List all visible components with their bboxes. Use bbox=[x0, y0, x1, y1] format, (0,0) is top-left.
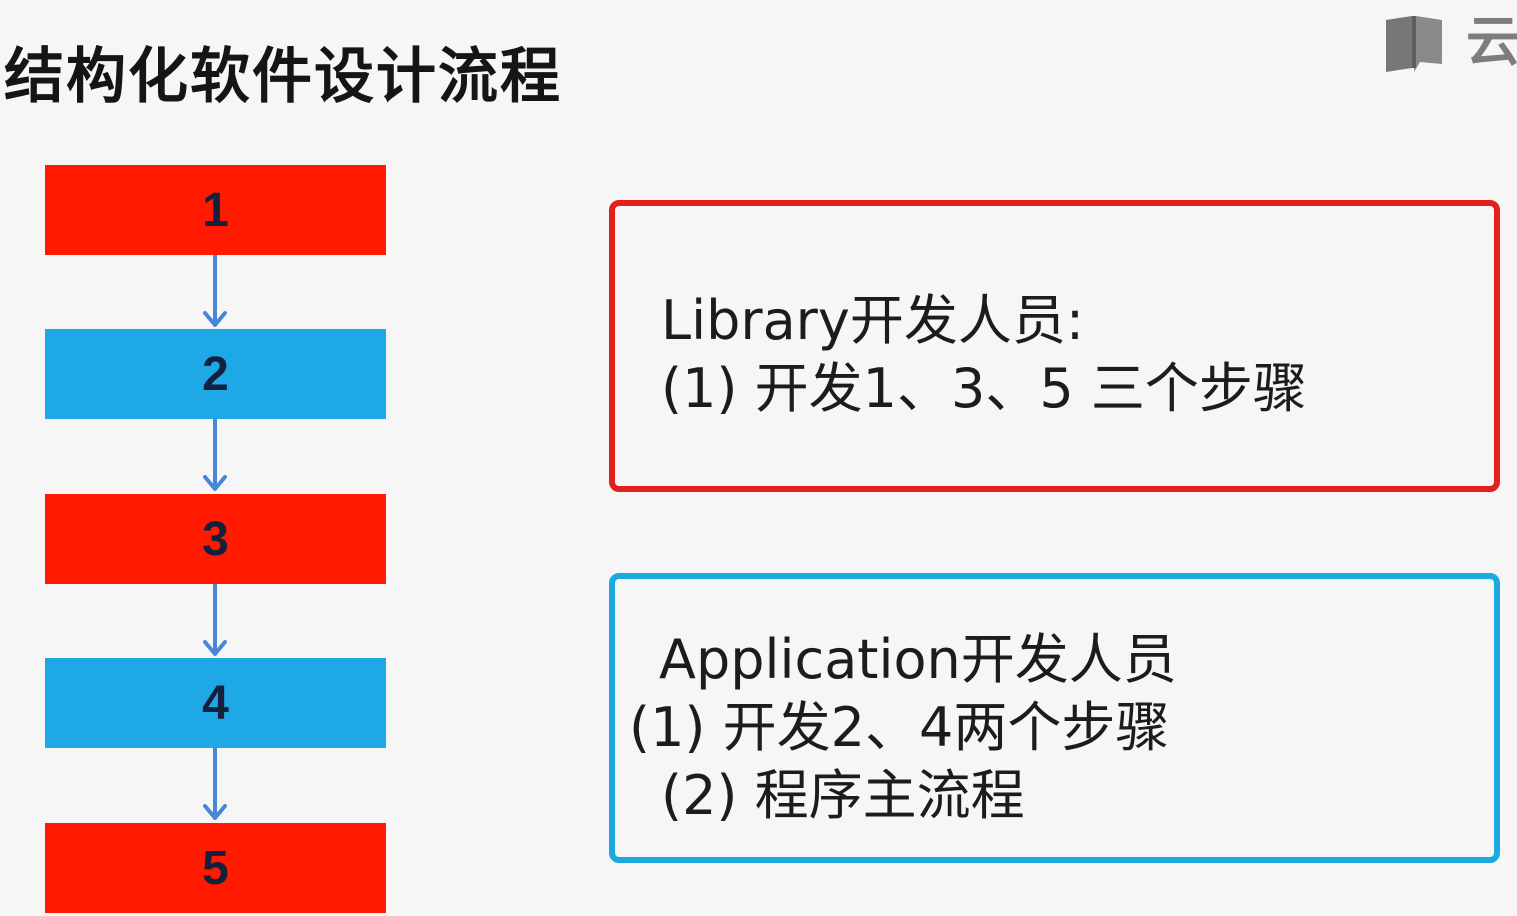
application-item-1: (1) 开发2、4两个步骤 bbox=[629, 696, 1170, 759]
step-2-label: 2 bbox=[202, 347, 229, 401]
step-1-label: 1 bbox=[202, 183, 229, 237]
arrow-down-icon bbox=[203, 255, 227, 327]
arrow-down-icon bbox=[203, 419, 227, 491]
step-5-label: 5 bbox=[202, 841, 229, 895]
library-item-1: (1) 开发1、3、5 三个步骤 bbox=[661, 357, 1307, 420]
application-item-2: (2) 程序主流程 bbox=[661, 764, 1025, 827]
book-icon bbox=[1386, 16, 1442, 72]
step-3-box: 3 bbox=[45, 494, 386, 584]
logo-text: 云 bbox=[1466, 10, 1517, 73]
step-2-box: 2 bbox=[45, 329, 386, 419]
logo: 云 bbox=[1384, 10, 1517, 80]
step-4-box: 4 bbox=[45, 658, 386, 748]
library-developer-panel: Library开发人员: (1) 开发1、3、5 三个步骤 bbox=[609, 200, 1500, 492]
library-heading: Library开发人员: bbox=[661, 289, 1085, 352]
step-3-label: 3 bbox=[202, 512, 229, 566]
arrow-down-icon bbox=[203, 584, 227, 656]
step-1-box: 1 bbox=[45, 165, 386, 255]
arrow-down-icon bbox=[203, 748, 227, 820]
page-title: 结构化软件设计流程 bbox=[4, 42, 562, 112]
step-5-box: 5 bbox=[45, 823, 386, 913]
step-4-label: 4 bbox=[202, 676, 229, 730]
application-developer-panel: Application开发人员 (1) 开发2、4两个步骤 (2) 程序主流程 bbox=[609, 573, 1500, 863]
application-heading: Application开发人员 bbox=[659, 628, 1177, 691]
flowchart: 1 2 3 4 5 bbox=[45, 165, 386, 916]
